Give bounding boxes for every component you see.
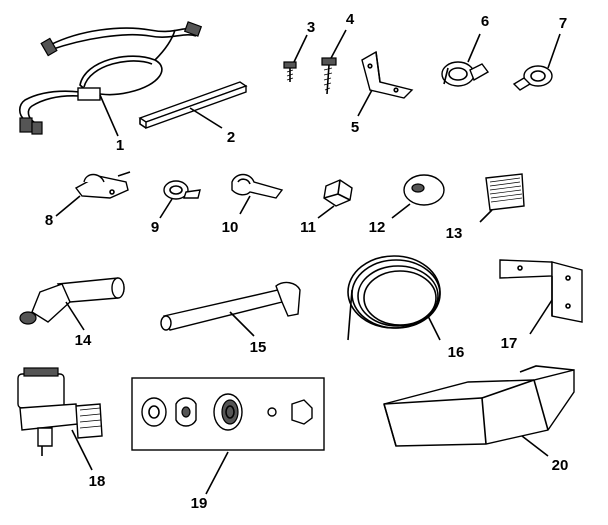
part-16-label: 16 [448, 344, 465, 361]
part-2-label: 2 [227, 129, 235, 146]
part-3-screw [283, 34, 308, 82]
part-15-label: 15 [250, 339, 267, 356]
part-13-pad [479, 173, 525, 223]
part-10-strap [231, 173, 284, 215]
part-10-label: 10 [222, 219, 239, 236]
part-14-label: 14 [75, 332, 92, 349]
part-5-angle-bracket [357, 50, 414, 117]
part-19-fittings-kit [131, 377, 325, 495]
part-8-label: 8 [45, 212, 53, 229]
part-9-label: 9 [151, 219, 159, 236]
part-14-elbow [19, 277, 125, 331]
part-16-coil-tubing [347, 255, 441, 341]
part-17-bracket [499, 259, 583, 335]
part-6-label: 6 [481, 13, 489, 30]
part-15-fill-tube [160, 281, 301, 337]
part-4-screw [321, 29, 347, 95]
part-18-water-valve [17, 367, 103, 471]
part-2-channel-strip [138, 81, 248, 129]
part-8-clip [55, 171, 131, 217]
part-5-label: 5 [351, 119, 359, 136]
part-1-wire-harness [18, 21, 203, 137]
part-20-ice-bin [383, 365, 575, 457]
part-7-label: 7 [559, 15, 567, 32]
part-6-clamp [441, 33, 490, 87]
part-11-nut [317, 179, 353, 219]
part-4-label: 4 [346, 11, 355, 28]
part-1-label: 1 [116, 137, 124, 154]
part-9-clamp [159, 180, 201, 219]
part-12-grommet [391, 174, 445, 219]
part-3-label: 3 [307, 19, 315, 36]
part-12-label: 12 [369, 219, 386, 236]
part-11-label: 11 [300, 219, 316, 236]
part-20-label: 20 [552, 457, 569, 474]
part-13-label: 13 [446, 225, 463, 242]
part-7-clamp [512, 33, 561, 91]
part-19-label: 19 [191, 495, 208, 512]
part-17-label: 17 [501, 335, 518, 352]
part-18-label: 18 [89, 473, 106, 490]
